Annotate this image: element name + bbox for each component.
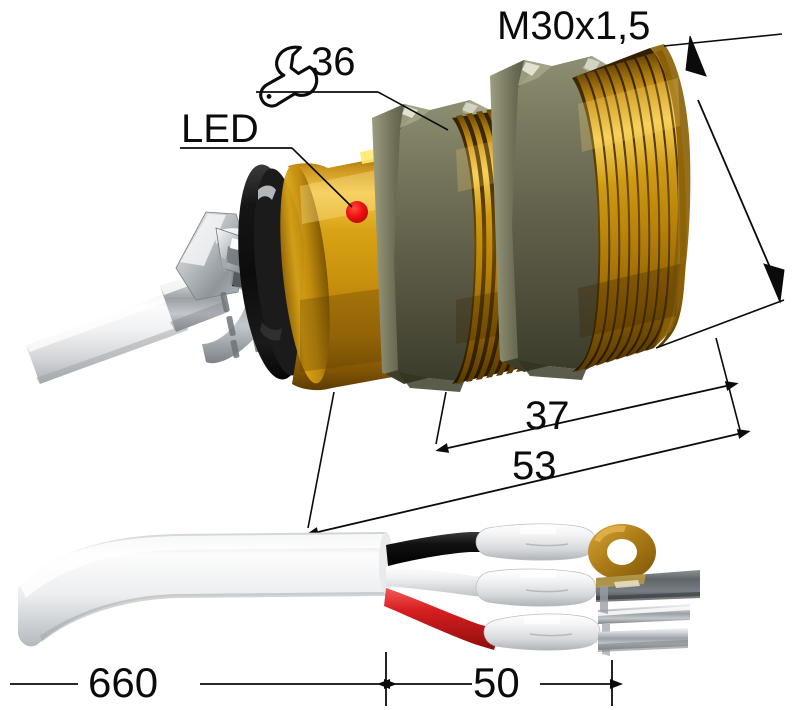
- cable-detail-view: [18, 523, 700, 656]
- length-37-label: 37: [525, 394, 570, 438]
- thread-section-front: [572, 44, 691, 372]
- witness-line-37-left: [435, 391, 447, 445]
- blade-terminal: [596, 570, 700, 602]
- led-label: LED: [181, 107, 259, 151]
- sensor-cable: [26, 292, 196, 384]
- cable-length-label: 660: [88, 659, 159, 706]
- dimension-lines-top: [180, 33, 785, 537]
- dimension-line-53: [305, 429, 751, 537]
- witness-line-53-left: [307, 391, 335, 529]
- terminal-boot-fork: [475, 568, 597, 607]
- arrow-m30-top: [685, 35, 707, 77]
- length-53-label: 53: [512, 444, 557, 488]
- lead-length-label: 50: [473, 659, 520, 706]
- wrench-size-label: 36: [311, 40, 356, 84]
- sensor-assembly: [26, 44, 691, 392]
- fork-terminal: [598, 586, 690, 656]
- cable-jacket: [18, 532, 386, 647]
- ring-terminal: [588, 524, 656, 580]
- witness-line-m30-bottom: [655, 299, 785, 349]
- dimension-line-37: [435, 381, 739, 453]
- hex-nut-1: [372, 100, 496, 392]
- thread-label: M30x1,5: [497, 4, 651, 48]
- wrench-icon: [259, 45, 319, 108]
- wrench-leader-line: [377, 91, 449, 131]
- arrow-m30-bottom: [763, 263, 785, 304]
- terminal-boot-blade: [483, 613, 601, 651]
- wire-white: [386, 566, 494, 598]
- wire-red: [384, 588, 500, 650]
- terminal-boot-ring: [475, 523, 597, 561]
- dimension-line-m30: [697, 99, 773, 273]
- dimension-lines-bottom: [10, 652, 623, 706]
- witness-line-m30-top: [663, 33, 783, 47]
- wire-black: [386, 532, 492, 566]
- led-leader-line: [291, 147, 353, 208]
- witness-line-53-right: [715, 337, 741, 431]
